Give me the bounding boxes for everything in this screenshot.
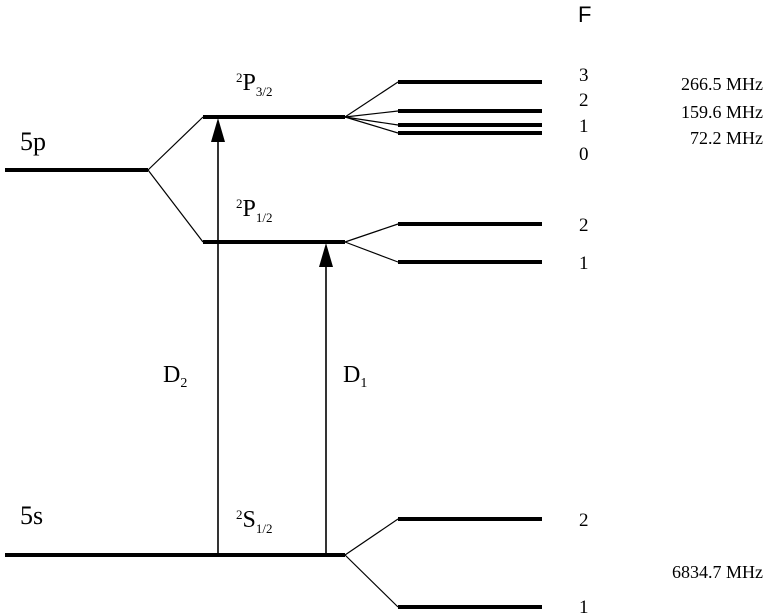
label-d2: D2 [163, 362, 187, 391]
f-label-s12-1: 1 [579, 597, 589, 615]
f-label-s12-2: 2 [579, 510, 589, 531]
label-2p32: 2P3/2 [236, 70, 272, 99]
f-column-header: F [578, 2, 591, 27]
f-label-p12-1: 1 [579, 253, 589, 274]
label-d1: D1 [343, 362, 367, 391]
d1-arrow-head [319, 243, 333, 267]
label-5s: 5s [20, 501, 43, 530]
fan-line-p32-f3 [344, 81, 399, 118]
splitting-p32-f1-f0: 72.2 MHz [690, 128, 763, 148]
splitting-p32-f2-f1: 159.6 MHz [681, 102, 763, 122]
f-label-p32-1: 1 [579, 116, 589, 137]
label-2p12: 2P1/2 [236, 196, 272, 225]
f-label-p32-0: 0 [579, 144, 589, 165]
fan-line-p32-f2 [344, 110, 399, 118]
label-2s12: 2S1/2 [236, 507, 272, 536]
f-label-p12-2: 2 [579, 215, 589, 236]
fan-line-p12-f2 [344, 223, 399, 243]
f-label-p32-3: 3 [579, 65, 589, 86]
fan-line-s12-f2 [344, 518, 399, 556]
splitting-s12: 6834.7 MHz [672, 562, 763, 582]
fan-line-p32-f0 [344, 116, 399, 134]
splitting-p32-f3-f2: 266.5 MHz [681, 74, 763, 94]
fan-line-s12-f1 [344, 554, 399, 608]
fan-line-p32-f1 [344, 116, 399, 126]
split-line-5p-to-p32 [147, 116, 204, 171]
split-line-5p-to-p12 [147, 169, 204, 243]
f-label-p32-2: 2 [579, 90, 589, 111]
fan-line-p12-f1 [344, 241, 399, 263]
label-5p: 5p [20, 127, 46, 156]
d2-arrow-head [211, 118, 225, 142]
